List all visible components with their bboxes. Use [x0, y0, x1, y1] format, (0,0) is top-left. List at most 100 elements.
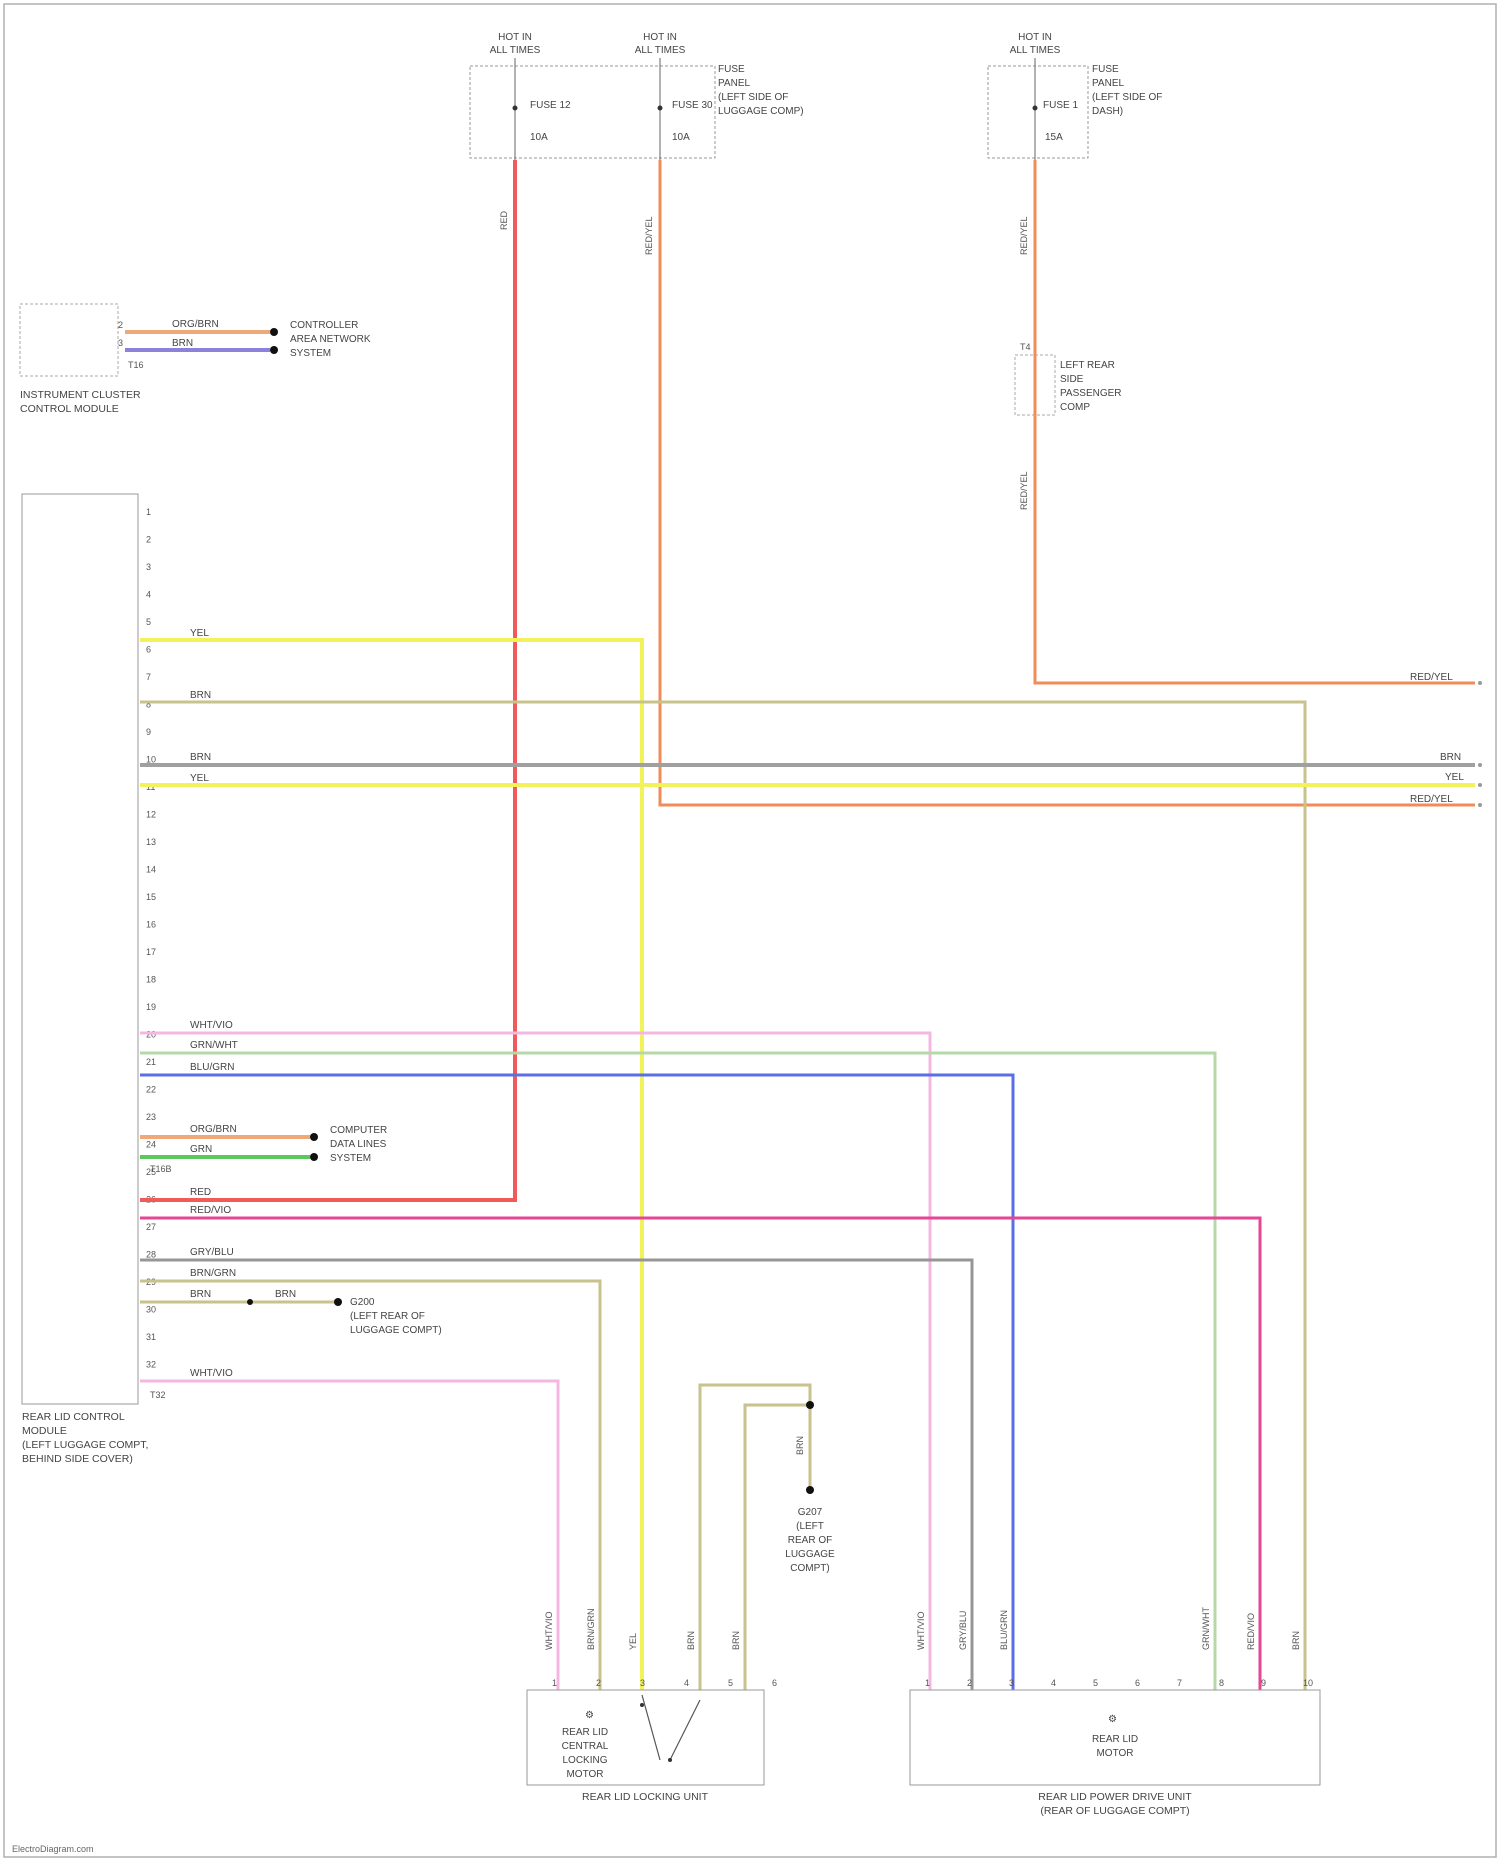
latch-wl-3: YEL	[628, 1633, 638, 1650]
bus-yel-label-b: YEL	[190, 773, 209, 784]
latch-ground-3: REAR OF	[788, 1535, 832, 1546]
lw-can-a: ORG/BRN	[190, 1124, 237, 1135]
module-label-4: BEHIND SIDE COVER)	[22, 1453, 133, 1465]
module-pin-1: 1	[146, 507, 151, 517]
latch-ground-2: (LEFT	[796, 1521, 824, 1532]
module-pin-28: 28	[146, 1250, 156, 1260]
module-pin-6: 6	[146, 645, 151, 655]
ic-wire-b: BRN	[172, 338, 193, 349]
lw-red: RED	[190, 1187, 211, 1198]
fuse-1-label: FUSE 1	[1043, 100, 1078, 111]
motor-icon: ⚙	[1108, 1714, 1117, 1725]
motor-wl-1: WHT/VIO	[916, 1612, 926, 1651]
fuse-panel-right-label-4: DASH)	[1092, 106, 1123, 117]
motor-wl-4: GRN/WHT	[1201, 1607, 1211, 1650]
module-pin-22: 22	[146, 1085, 156, 1095]
ic-tag: T16	[128, 360, 144, 370]
motor-pin-4: 4	[1051, 1678, 1056, 1688]
lw-can-tag: T16B	[150, 1164, 172, 1174]
lw-pink: WHT/VIO	[190, 1020, 233, 1031]
motor-wl-5: RED/VIO	[1246, 1613, 1256, 1650]
module-pin-15: 15	[146, 892, 156, 902]
motor-wl-6: BRN	[1291, 1631, 1301, 1650]
module-pin-9: 9	[146, 727, 151, 737]
lw-blue: BLU/GRN	[190, 1062, 234, 1073]
wire-brn-motor	[140, 702, 1305, 1690]
module-pin-23: 23	[146, 1112, 156, 1122]
motor-pin-7: 7	[1177, 1678, 1182, 1688]
wire-grygblu-motor	[140, 1260, 972, 1690]
latch-inner-4: MOTOR	[566, 1769, 603, 1780]
fuse-panel-right-label-3: (LEFT SIDE OF	[1092, 92, 1162, 103]
bus-brn-label-b: BRN	[190, 752, 211, 763]
end-redyel-top: RED/YEL	[1410, 672, 1453, 683]
ic-dest-2: AREA NETWORK	[290, 334, 371, 345]
wire-redyel-fuse30	[660, 160, 1475, 805]
module-pin-13: 13	[146, 837, 156, 847]
wire-redyel-label: RED/YEL	[644, 216, 654, 255]
lw-brn2: BRN	[275, 1289, 296, 1300]
ground-dest-2: (LEFT REAR OF	[350, 1311, 425, 1322]
latch-ground-4: LUGGAGE	[785, 1549, 835, 1560]
fuse-panel-right: HOT IN ALL TIMES FUSE 1 15A FUSE PANEL (…	[988, 32, 1162, 160]
latch-wl-5: BRN	[731, 1631, 741, 1650]
module-pin-30: 30	[146, 1305, 156, 1315]
wire-yel-latch	[140, 640, 642, 1690]
wire-brngrn-latch	[140, 1281, 600, 1690]
fuse-panel-left-label-1: FUSE	[718, 64, 745, 75]
ground-dest-3: LUGGAGE COMPT)	[350, 1325, 442, 1336]
module-pin-32: 32	[146, 1360, 156, 1370]
module-pin-3: 3	[146, 562, 151, 572]
can-dest-2: DATA LINES	[330, 1139, 387, 1150]
module-pin-27: 27	[146, 1222, 156, 1232]
module-pin-19: 19	[146, 1002, 156, 1012]
end-yel: YEL	[1445, 772, 1464, 783]
module-pin-17: 17	[146, 947, 156, 957]
module-pin-31: 31	[146, 1332, 156, 1342]
inline-label-1: LEFT REAR	[1060, 360, 1115, 371]
ground-dest-1: G200	[350, 1297, 375, 1308]
wire-whtvio-motor	[140, 1033, 930, 1690]
module-pin-24: 24	[146, 1140, 156, 1150]
footer-credit: ElectroDiagram.com	[12, 1844, 94, 1854]
inline-label-2: SIDE	[1060, 374, 1084, 385]
hot-label-c2: ALL TIMES	[1010, 45, 1061, 56]
hot-label-a1: HOT IN	[498, 32, 532, 43]
module-pin-2: 2	[146, 535, 151, 545]
module-label-1: REAR LID CONTROL	[22, 1411, 125, 1423]
latch-wl-1: WHT/VIO	[544, 1612, 554, 1651]
motor-pin-6: 6	[1135, 1678, 1140, 1688]
latch-inner-3: LOCKING	[562, 1755, 607, 1766]
hot-label-b2: ALL TIMES	[635, 45, 686, 56]
fuse-30-label: FUSE 30	[672, 100, 713, 111]
module-pin-12: 12	[146, 810, 156, 820]
wire-red-label: RED	[499, 210, 509, 230]
latch-pin-1: 1	[552, 1678, 557, 1688]
module-tag: T32	[150, 1390, 166, 1400]
module-pin-14: 14	[146, 865, 156, 875]
latch-icon: ⚙	[585, 1710, 594, 1721]
fuse-panel-left: HOT IN ALL TIMES HOT IN ALL TIMES FUSE 1…	[470, 32, 804, 160]
lw-can-b: GRN	[190, 1144, 212, 1155]
rear-lid-power-drive-unit: 12345678910 ⚙ REAR LID MOTOR REAR LID PO…	[910, 1678, 1320, 1817]
lw-brn: BRN	[190, 1289, 211, 1300]
latch-ground-1: G207	[798, 1507, 823, 1518]
module-pin-16: 16	[146, 920, 156, 930]
latch-inner-2: CENTRAL	[562, 1741, 609, 1752]
bus-brn-label-a: BRN	[190, 690, 211, 701]
wire-whtvio-latch	[140, 1381, 558, 1690]
latch-ground-5: COMPT)	[790, 1563, 829, 1574]
latch-inner-1: REAR LID	[562, 1727, 608, 1738]
latch-ground-wire: BRN	[795, 1436, 805, 1455]
end-brn: BRN	[1440, 752, 1461, 763]
wire-redyel-fuse1	[1035, 160, 1475, 683]
fuse-12-amp: 10A	[530, 132, 548, 143]
motor-inner-1: REAR LID	[1092, 1734, 1138, 1745]
fuse-panel-left-label-2: PANEL	[718, 78, 750, 89]
motor-pin-5: 5	[1093, 1678, 1098, 1688]
motor-label-1: REAR LID POWER DRIVE UNIT	[1038, 1791, 1192, 1803]
motor-pin-2: 2	[967, 1678, 972, 1688]
fuse-30-amp: 10A	[672, 132, 690, 143]
